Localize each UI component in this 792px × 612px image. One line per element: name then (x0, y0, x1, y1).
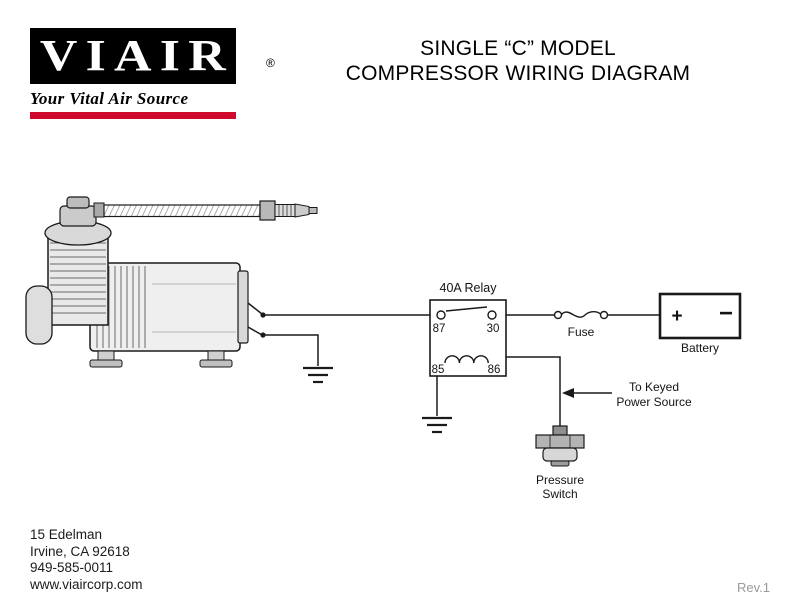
fitting-tip (308, 207, 318, 214)
relay-ground-symbol (422, 416, 452, 434)
pressure-switch-label-line2: Switch (542, 487, 577, 501)
head-cap (59, 205, 97, 227)
title-line1: SINGLE “C” MODEL (420, 37, 616, 60)
fitting-threads (274, 204, 296, 217)
mounting-feet (89, 350, 233, 368)
fitting-hex-nut (259, 200, 276, 221)
logo-box: VIAIR (30, 28, 236, 84)
fuse-symbol (553, 310, 609, 320)
brand-red-bar (30, 112, 236, 119)
registered-trademark-mark: ® (266, 56, 275, 70)
website-url: www.viaircorp.com (30, 576, 143, 592)
revision-label: Rev.1 (737, 580, 770, 595)
battery-box (658, 292, 742, 340)
pressure-switch-symbol (535, 425, 585, 467)
relay-label: 40A Relay (440, 281, 498, 295)
phone-number: 949-585-0011 (30, 560, 114, 575)
compressor-illustration (25, 196, 318, 368)
relay-terminal-86-label: 86 (488, 364, 501, 376)
motor-end-cap (237, 270, 249, 344)
circuit-wires (263, 314, 660, 426)
title-line2: COMPRESSOR WIRING DIAGRAM (345, 62, 691, 85)
address-line2: Irvine, CA 92618 (30, 543, 130, 559)
relay-switch-contacts (436, 306, 497, 320)
keyed-power-label-line2: Power Source (616, 395, 692, 409)
head-cap-top (66, 196, 90, 209)
filter-housing (25, 285, 53, 345)
address-line1: 15 Edelman (30, 527, 103, 542)
keyed-power-arrow (562, 388, 612, 398)
battery-minus-sign: − (719, 300, 733, 327)
motor-leads (247, 302, 263, 336)
brand-wordmark: VIAIR (40, 31, 235, 80)
brand-logo: VIAIR ® Your Vital Air Source (30, 28, 275, 119)
relay-terminal-85-label: 85 (432, 364, 445, 376)
battery-label: Battery (681, 341, 719, 355)
relay-terminal-30-label: 30 (487, 323, 500, 335)
hose-elbow (93, 202, 105, 218)
relay-coil (444, 355, 489, 364)
company-address-block: 15 Edelman Irvine, CA 92618 949-585-0011… (30, 527, 143, 593)
keyed-power-label-line1: To Keyed (629, 380, 679, 394)
diagram-title: SINGLE “C” MODEL COMPRESSOR WIRING DIAGR… (340, 36, 696, 86)
relay-terminal-87-label: 87 (433, 323, 446, 335)
pressure-switch-label-line1: Pressure (536, 473, 584, 487)
brand-tagline: Your Vital Air Source (30, 89, 189, 108)
cylinder (47, 234, 109, 326)
fitting-taper (294, 203, 310, 218)
braided-hose (103, 204, 261, 218)
battery-plus-sign: + (671, 306, 682, 327)
thread-lines (278, 205, 292, 216)
compressor-ground-symbol (303, 366, 333, 384)
fuse-label: Fuse (568, 325, 595, 339)
